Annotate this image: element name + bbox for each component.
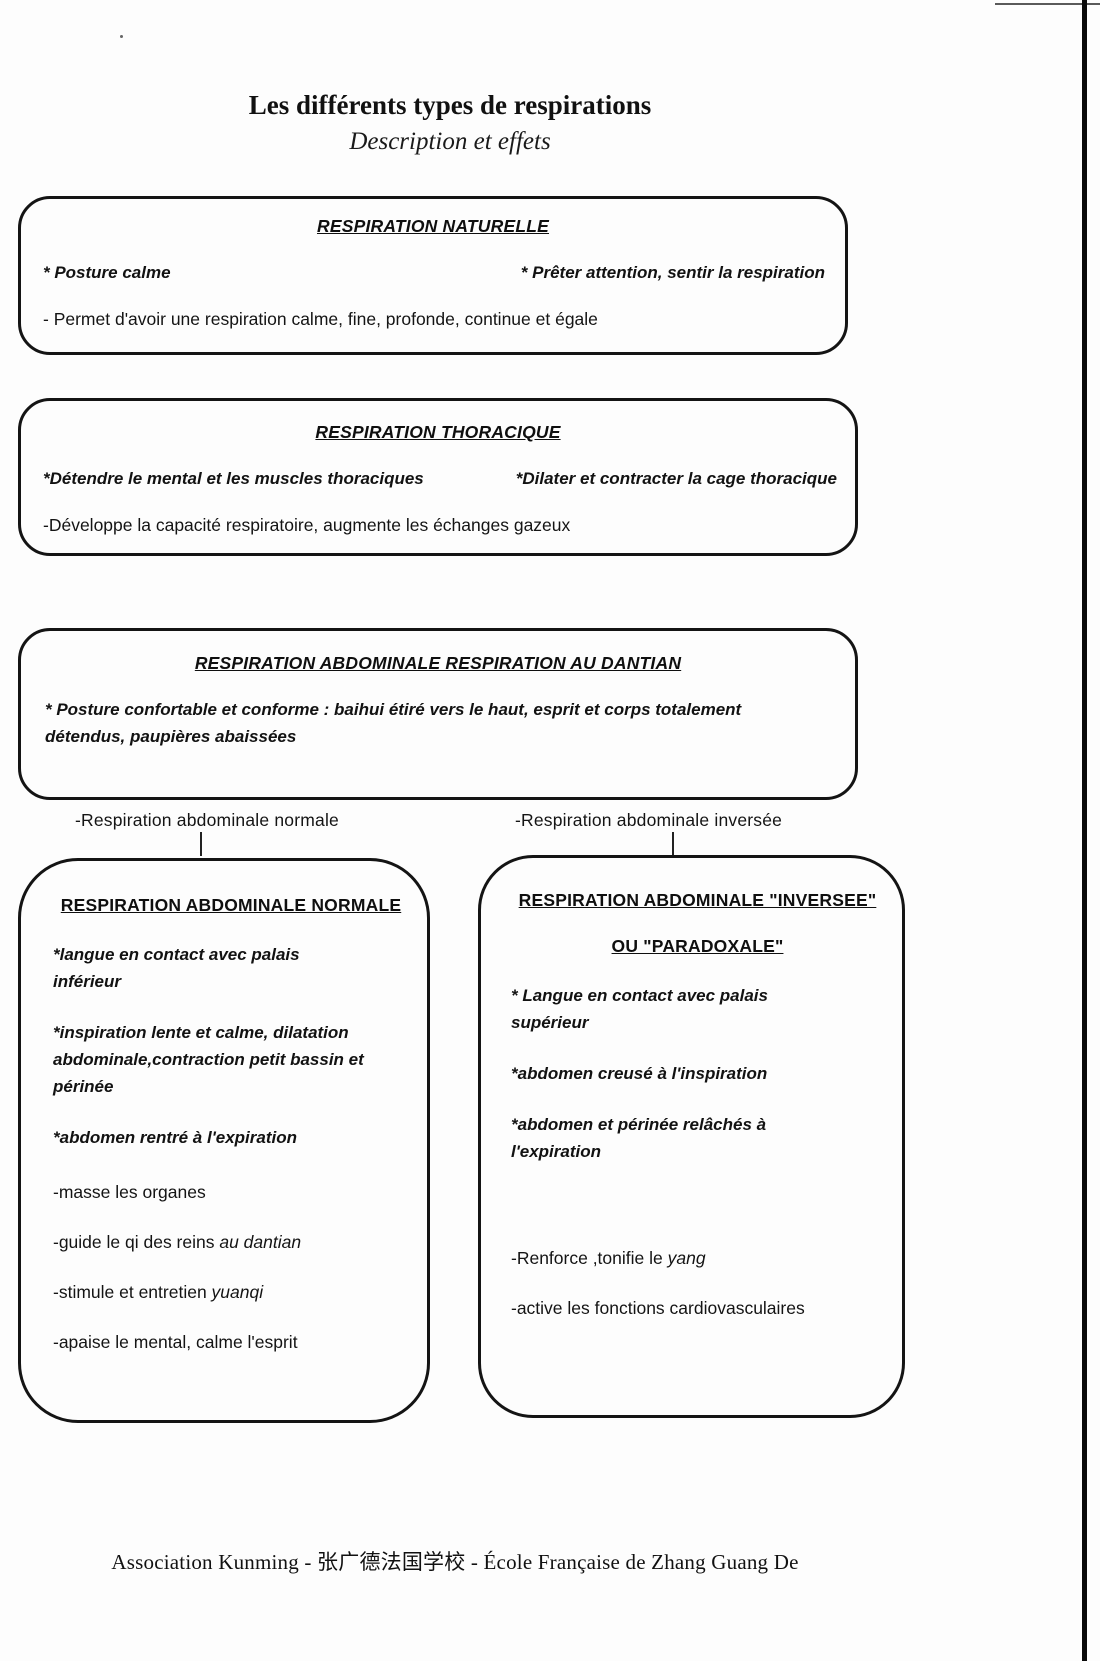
normale-effect-guide-term: au dantian: [219, 1232, 302, 1252]
preter-attention-point: * Prêter attention, sentir la respiratio…: [520, 263, 825, 282]
inversee-item-langue: * Langue en contact avec palais supérieu…: [511, 986, 768, 1032]
normale-item-abdomen: *abdomen rentré à l'expiration: [53, 1128, 297, 1147]
scan-dot-artifact: [120, 35, 123, 38]
box-thoracique-points-row: *Détendre le mental et les muscles thora…: [21, 468, 855, 490]
box-normale-header: RESPIRATION ABDOMINALE NORMALE: [60, 895, 402, 915]
footer-block: Association Kunming - 张广德法国学校 - École Fr…: [0, 1546, 910, 1576]
footer-text: Association Kunming - 张广德法国学校 - École Fr…: [111, 1550, 799, 1574]
branch-label-normale: -Respiration abdominale normale: [75, 810, 339, 830]
dilater-cage-point: *Dilater et contracter la cage thoraciqu…: [515, 469, 837, 488]
normale-item-langue: *langue en contact avec palais inférieur: [53, 945, 300, 991]
branch-connector-right: [672, 832, 674, 856]
box-naturelle-header: RESPIRATION NATURELLE: [316, 216, 550, 236]
normale-effect-apaise: -apaise le mental, calme l'esprit: [53, 1332, 298, 1352]
box-dantian-header: RESPIRATION ABDOMINALE RESPIRATION AU DA…: [194, 653, 682, 673]
box-respiration-thoracique: RESPIRATION THORACIQUE *Détendre le ment…: [18, 398, 858, 556]
box-abdominale-inversee: RESPIRATION ABDOMINALE "INVERSEE" OU "PA…: [478, 855, 905, 1418]
detendre-mental-point: *Détendre le mental et les muscles thora…: [43, 469, 424, 488]
box-respiration-dantian: RESPIRATION ABDOMINALE RESPIRATION AU DA…: [18, 628, 858, 800]
inversee-effect-active: -active les fonctions cardiovasculaires: [511, 1298, 805, 1318]
box-abdominale-normale: RESPIRATION ABDOMINALE NORMALE *langue e…: [18, 858, 430, 1423]
inversee-item-creuse: *abdomen creusé à l'inspiration: [511, 1064, 768, 1083]
box-respiration-naturelle: RESPIRATION NATURELLE * Posture calme * …: [18, 196, 848, 355]
inversee-effect-renforce-text: -Renforce ,tonifie le: [511, 1248, 668, 1268]
box-naturelle-points-row: * Posture calme * Prêter attention, sent…: [21, 262, 845, 284]
normale-effect-guide-text: -guide le qi des reins: [53, 1232, 220, 1252]
box-dantian-posture: * Posture confortable et conforme : baih…: [45, 700, 742, 746]
document-title-block: Les différents types de respirations Des…: [0, 88, 900, 158]
branch-label-inversee: -Respiration abdominale inversée: [515, 810, 783, 830]
normale-effect-stimule: -stimule et entretien yuanqi: [53, 1279, 409, 1306]
box-inversee-header-line1: RESPIRATION ABDOMINALE "INVERSEE": [518, 890, 877, 910]
inversee-effect-renforce-term: yang: [667, 1248, 706, 1268]
normale-item-inspiration: *inspiration lente et calme, dilatation …: [53, 1023, 364, 1096]
page-subtitle: Description et effets: [349, 128, 551, 155]
page-title: Les différents types de respirations: [248, 90, 652, 120]
normale-effect-masse: -masse les organes: [53, 1182, 206, 1202]
inversee-effect-renforce: -Renforce ,tonifie le yang: [511, 1245, 884, 1272]
scan-vertical-line-artifact: [1082, 0, 1087, 1661]
box-inversee-header-line2: OU "PARADOXALE": [611, 936, 784, 956]
normale-effect-stimule-term: yuanqi: [211, 1282, 264, 1302]
posture-calme-point: * Posture calme: [43, 263, 171, 282]
scan-top-mark-artifact: [995, 3, 1100, 5]
box-naturelle-effect: - Permet d'avoir une respiration calme, …: [43, 309, 598, 329]
box-thoracique-header: RESPIRATION THORACIQUE: [315, 422, 561, 442]
normale-effect-stimule-text: -stimule et entretien: [53, 1282, 212, 1302]
inversee-item-relaches: *abdomen et périnée relâchés à l'expirat…: [511, 1115, 767, 1161]
box-thoracique-effect: -Développe la capacité respiratoire, aug…: [43, 515, 571, 535]
normale-effect-guide: -guide le qi des reins au dantian: [53, 1229, 409, 1256]
branch-connector-left: [200, 832, 202, 856]
